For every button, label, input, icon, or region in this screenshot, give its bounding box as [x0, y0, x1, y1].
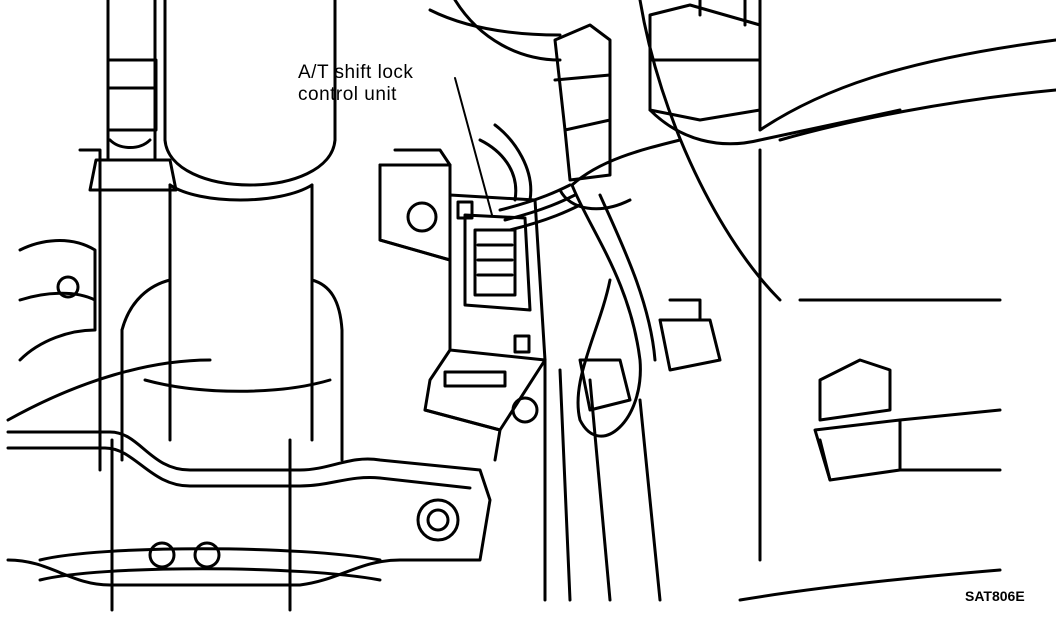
right-panel — [740, 150, 1000, 600]
callout-line-1: A/T shift lock — [298, 62, 414, 83]
shift-lock-control-unit — [380, 150, 545, 460]
steering-column — [40, 0, 380, 610]
figure-code: SAT806E — [965, 588, 1025, 604]
upper-right-connectors — [430, 0, 1056, 300]
callout-label: A/T shift lock control unit — [298, 62, 413, 106]
callout-leader-line — [455, 78, 492, 215]
wire-harness-left — [90, 0, 176, 190]
left-bracket — [8, 150, 210, 470]
lower-linkage — [545, 300, 720, 600]
lower-bracket — [8, 432, 490, 585]
connector-cables — [480, 125, 680, 436]
callout-line-2: control unit — [298, 84, 397, 105]
